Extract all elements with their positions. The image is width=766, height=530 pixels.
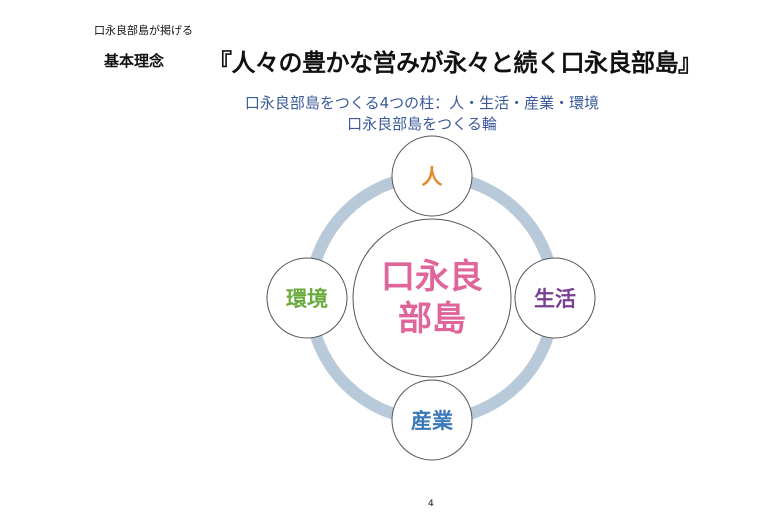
pillar-label: 環境 xyxy=(286,287,328,311)
subtitle-pillars: 口永良部島をつくる4つの柱：人・生活・産業・環境 xyxy=(244,94,600,112)
motto-title: 『人々の豊かな営みが永々と続く口永良部島』 xyxy=(208,49,702,77)
kicker-text: 口永良部島が掲げる xyxy=(94,24,193,37)
page-number: 4 xyxy=(428,499,434,509)
subtitle-ring: 口永良部島をつくる輪 xyxy=(347,115,497,133)
center-label-line2: 部島 xyxy=(398,299,466,339)
basic-philosophy-label: 基本理念 xyxy=(104,52,165,70)
pillar-label: 生活 xyxy=(534,287,576,311)
pillar-circle xyxy=(391,379,473,461)
pillar-label: 産業 xyxy=(411,409,454,433)
pillar-label: 人 xyxy=(422,165,443,189)
center-label-line1: 口永良 xyxy=(381,257,483,297)
center-circle xyxy=(352,218,512,378)
pillar-circle xyxy=(514,257,596,339)
pillar-circle xyxy=(266,257,348,339)
pillar-circle xyxy=(391,135,473,217)
